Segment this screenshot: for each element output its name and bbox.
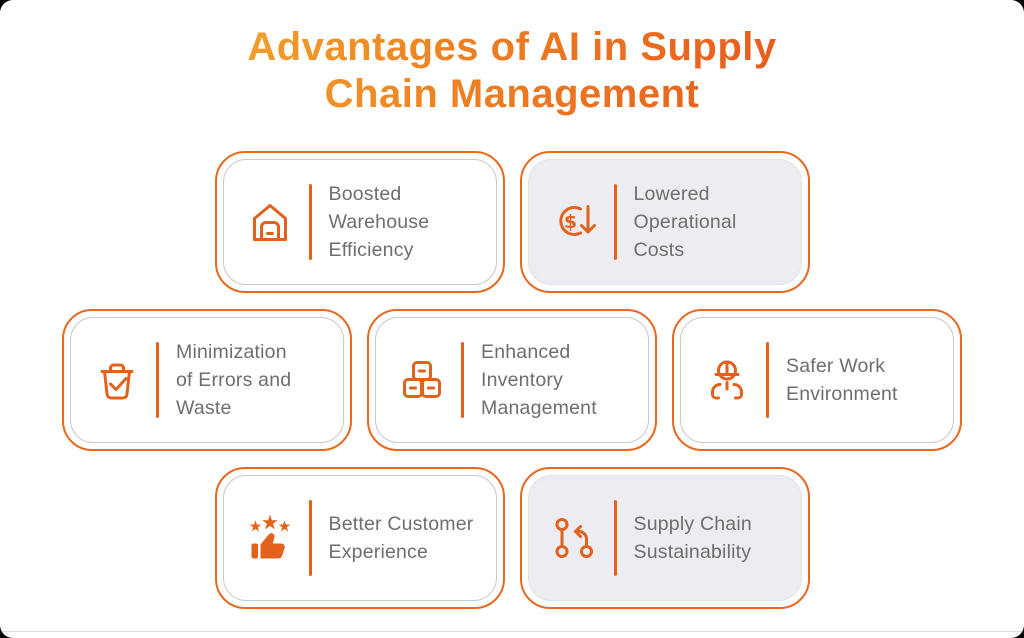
card-label: Lowered Operational Costs — [633, 183, 737, 261]
page-title: Advantages of AI in Supply Chain Managem… — [172, 24, 852, 118]
thumbs-up-stars-icon — [242, 514, 298, 562]
svg-text:$: $ — [563, 211, 576, 233]
money-down-icon: $ — [547, 198, 603, 246]
card-divider — [461, 342, 464, 418]
card-label: Better Customer Experience — [328, 513, 474, 563]
card-enhanced-inventory-management: Enhanced Inventory Management — [367, 309, 657, 451]
card-label: Enhanced Inventory Management — [481, 341, 597, 419]
card-divider — [613, 184, 617, 260]
cards-grid: Boosted Warehouse Efficiency $ Lowered — [0, 151, 1024, 609]
cards-row-2: Minimization of Errors and Waste — [62, 309, 962, 451]
card-divider — [308, 500, 312, 576]
card-label: Safer Work Environment — [786, 355, 898, 405]
trash-check-icon — [89, 356, 145, 404]
card-divider — [156, 342, 159, 418]
card-better-customer-experience: Better Customer Experience — [214, 467, 505, 609]
cards-row-3: Better Customer Experience — [214, 467, 810, 609]
warehouse-icon — [242, 198, 298, 246]
bottom-edge-line — [0, 630, 1024, 632]
cards-row-1: Boosted Warehouse Efficiency $ Lowered — [214, 151, 810, 293]
card-divider — [766, 342, 769, 418]
card-supply-chain-sustainability: Supply Chain Sustainability — [519, 467, 810, 609]
card-label: Supply Chain Sustainability — [633, 513, 752, 563]
card-safer-work-environment: Safer Work Environment — [672, 309, 962, 451]
card-boosted-warehouse-efficiency: Boosted Warehouse Efficiency — [214, 151, 505, 293]
card-lowered-operational-costs: $ Lowered Operational Costs — [519, 151, 810, 293]
card-label: Boosted Warehouse Efficiency — [328, 183, 430, 261]
boxes-icon — [394, 356, 450, 404]
card-divider — [613, 500, 617, 576]
card-divider — [308, 184, 312, 260]
git-branch-icon — [547, 514, 603, 562]
card-minimization-of-errors-and-waste: Minimization of Errors and Waste — [62, 309, 352, 451]
worker-icon — [699, 356, 755, 404]
card-label: Minimization of Errors and Waste — [176, 341, 292, 419]
